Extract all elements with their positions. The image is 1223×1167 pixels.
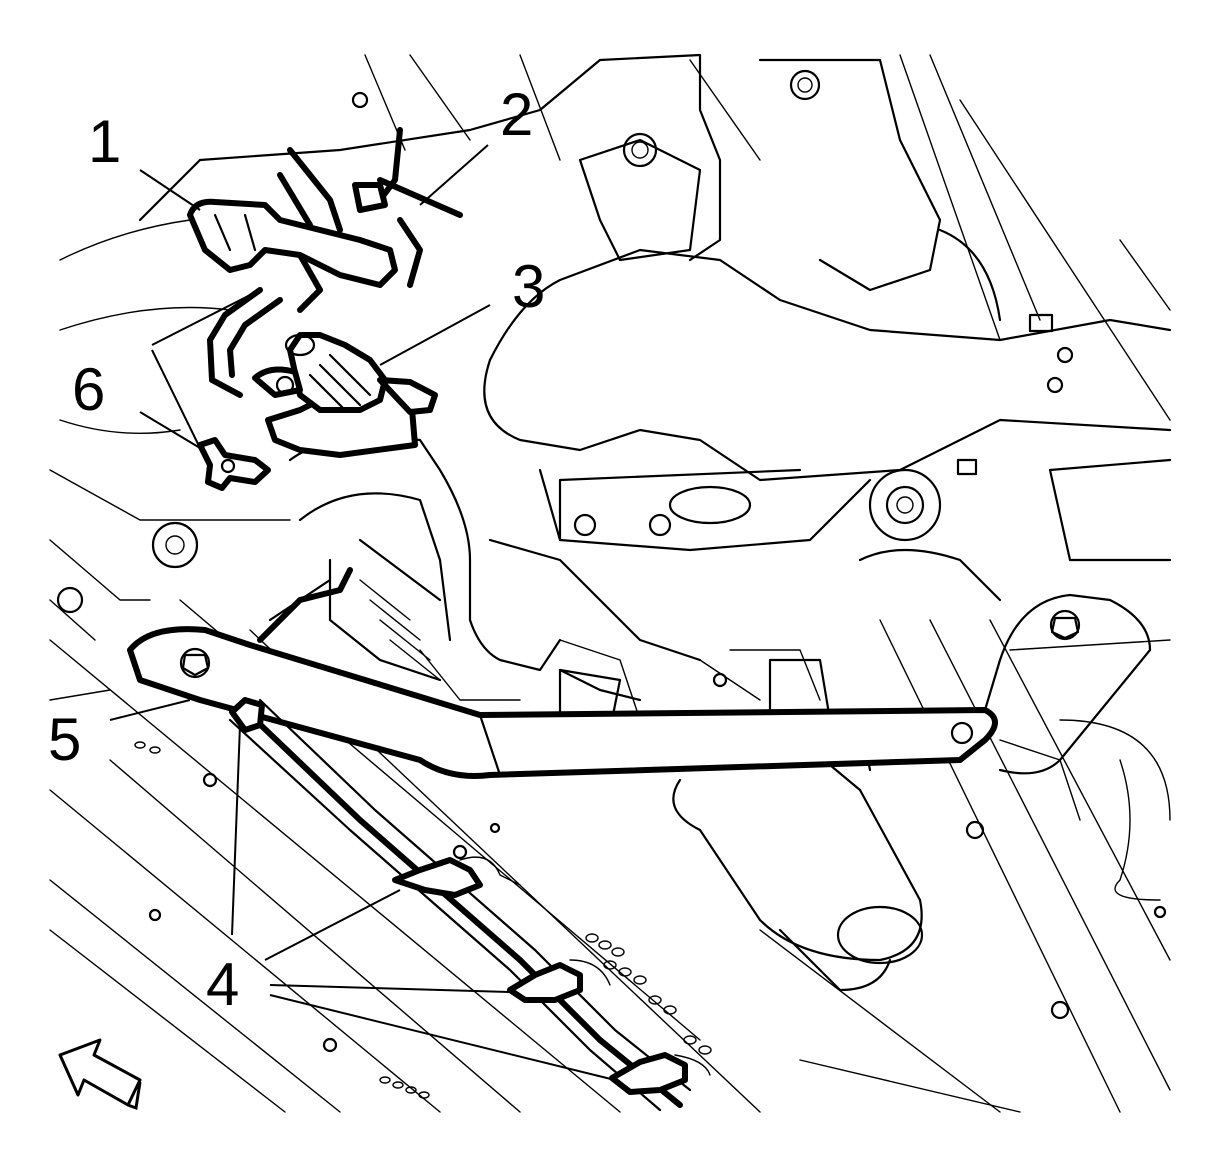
callout-3: 3 [512,253,545,320]
brace-bar-item-5 [127,626,998,779]
exhaust-flange-sensor-item-3 [207,287,438,458]
callout-1: 1 [88,108,121,175]
brace-bar-right-end [983,593,1152,775]
callout-4: 4 [206,951,239,1018]
callout-5: 5 [48,706,81,773]
oxygen-sensor-connector-item-1 [187,198,398,288]
callout-labels: 1 2 3 4 5 6 [48,81,545,1018]
fastener-bolts [56,69,1167,1053]
pipe-clip-lower [609,1052,711,1095]
floor-hole-pattern [134,741,712,1099]
leader-lines [109,144,616,1081]
front-direction-arrow-icon [58,1038,142,1111]
pipe-clip-middle [507,959,611,1003]
pipe-clip-upper [229,697,521,898]
callout-6: 6 [72,356,105,423]
harness-retainer-item-2 [277,127,463,313]
callout-2: 2 [500,81,533,148]
pipe-line-bundle [228,567,692,1112]
harness-clip-item-6 [197,437,271,491]
